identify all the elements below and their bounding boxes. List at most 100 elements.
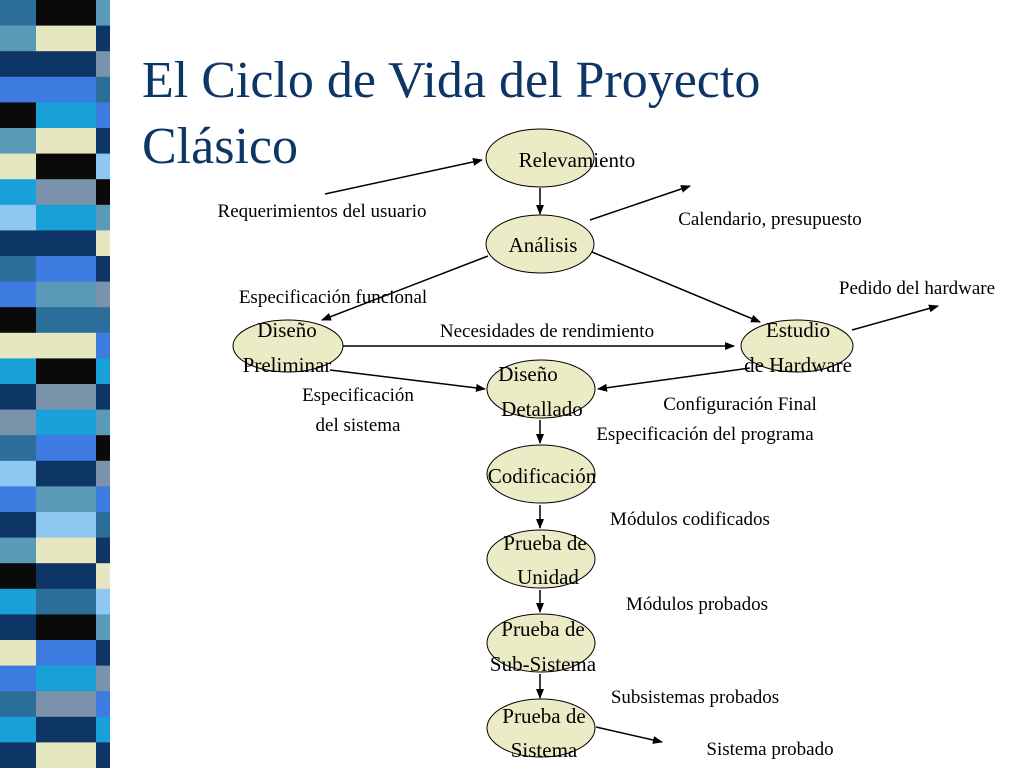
diagram-arrows (321, 157, 939, 744)
strip-block (0, 716, 36, 743)
strip-block (96, 25, 110, 52)
strip-block (0, 486, 36, 513)
strip-block (96, 640, 110, 667)
label-configuracion-final: Configuración Final (663, 394, 817, 415)
strip-block (96, 128, 110, 155)
strip-block (0, 307, 36, 334)
strip-block (36, 256, 96, 283)
strip-block (0, 51, 36, 78)
label-especificacion-sistema-line-1: Especificación (302, 385, 414, 406)
strip-block (36, 691, 96, 718)
strip-block (36, 281, 96, 308)
strip-block (0, 102, 36, 129)
strip-block (36, 204, 96, 231)
strip-block (96, 691, 110, 718)
strip-block (0, 588, 36, 615)
node-estudio-hardware-label-line-2: de Hardware (744, 353, 852, 377)
strip-block (96, 153, 110, 180)
arrow-analisis-to-calendario (589, 185, 691, 221)
strip-block (96, 179, 110, 206)
strip-block (96, 512, 110, 539)
strip-block (0, 25, 36, 52)
strip-block (0, 460, 36, 487)
node-diseno-detallado-label-line-1: Diseño (498, 362, 558, 386)
strip-block (36, 0, 96, 27)
label-especificacion-funcional: Especificación funcional (239, 287, 427, 308)
arrow-diseno-preliminar-to-detallado (329, 369, 486, 392)
node-prueba-subsistema: Prueba de Sub-Sistema (486, 613, 597, 676)
label-requerimientos-usuario: Requerimientos del usuario (218, 201, 427, 222)
strip-block (0, 332, 36, 359)
strip-block (0, 281, 36, 308)
arrow-estudio-to-pedido-hardware (851, 304, 939, 331)
node-prueba-sistema: Prueba de Sistema (486, 698, 596, 762)
strip-block (0, 204, 36, 231)
strip-block (0, 691, 36, 718)
node-prueba-unidad-shape (486, 529, 596, 589)
strip-block (36, 512, 96, 539)
strip-block (36, 486, 96, 513)
strip-block (96, 614, 110, 641)
strip-block (96, 76, 110, 103)
strip-block (96, 332, 110, 359)
strip-block (0, 563, 36, 590)
node-prueba-subsistema-label-line-1: Prueba de (501, 617, 584, 641)
node-diseno-preliminar-shape (232, 319, 344, 373)
node-estudio-hardware: Estudio de Hardware (740, 318, 854, 377)
strip-block (36, 76, 96, 103)
node-prueba-unidad: Prueba de Unidad (486, 529, 596, 589)
strip-block (0, 665, 36, 692)
strip-block (0, 537, 36, 564)
strip-block (0, 179, 36, 206)
node-diseno-detallado-label-line-2: Detallado (501, 397, 583, 421)
strip-block (0, 409, 36, 436)
strip-block (96, 460, 110, 487)
strip-block (36, 716, 96, 743)
strip-block (96, 435, 110, 462)
node-relevamiento-shape (485, 128, 595, 188)
strip-block (36, 742, 96, 768)
node-diseno-preliminar: Diseño Preliminar (232, 318, 344, 377)
arrow-analisis-to-diseno-preliminar (321, 255, 489, 321)
label-calendario-presupuesto: Calendario, presupuesto (678, 209, 862, 230)
strip-block (36, 102, 96, 129)
strip-block (96, 230, 110, 257)
label-sistema-probado: Sistema probado (706, 739, 833, 760)
node-prueba-sistema-label-line-2: Sistema (511, 738, 578, 762)
strip-block (0, 640, 36, 667)
node-codificacion: Codificación (486, 444, 597, 504)
node-prueba-unidad-label-line-1: Prueba de (503, 531, 586, 555)
strip-block (36, 153, 96, 180)
node-prueba-subsistema-label-line-2: Sub-Sistema (490, 652, 597, 676)
strip-block (36, 51, 96, 78)
strip-block (96, 486, 110, 513)
strip-block (0, 742, 36, 768)
strip-block (96, 0, 110, 27)
node-prueba-sistema-shape (486, 698, 596, 758)
strip-block (36, 563, 96, 590)
strip-block (96, 256, 110, 283)
label-pedido-hardware: Pedido del hardware (839, 278, 995, 299)
strip-block (96, 716, 110, 743)
node-prueba-subsistema-shape (486, 613, 596, 673)
node-diseno-detallado: Diseño Detallado (486, 359, 596, 421)
node-estudio-hardware-shape (740, 319, 854, 373)
slide-title-line-2: Clásico (142, 118, 298, 175)
node-diseno-detallado-shape (486, 359, 596, 419)
label-subsistemas-probados: Subsistemas probados (611, 687, 779, 708)
label-especificacion-sistema-line-2: del sistema (316, 415, 402, 436)
strip-block (96, 307, 110, 334)
strip-block (36, 307, 96, 334)
strip-block (96, 665, 110, 692)
strip-block (0, 435, 36, 462)
strip-block (36, 537, 96, 564)
strip-block (96, 742, 110, 768)
strip-block (0, 76, 36, 103)
strip-block (96, 51, 110, 78)
node-analisis-shape (485, 214, 595, 274)
node-estudio-hardware-label-line-1: Estudio (766, 318, 830, 342)
strip-block (96, 102, 110, 129)
arrow-estudio-to-diseno-detallado (597, 367, 751, 392)
strip-block (36, 460, 96, 487)
strip-block (96, 537, 110, 564)
